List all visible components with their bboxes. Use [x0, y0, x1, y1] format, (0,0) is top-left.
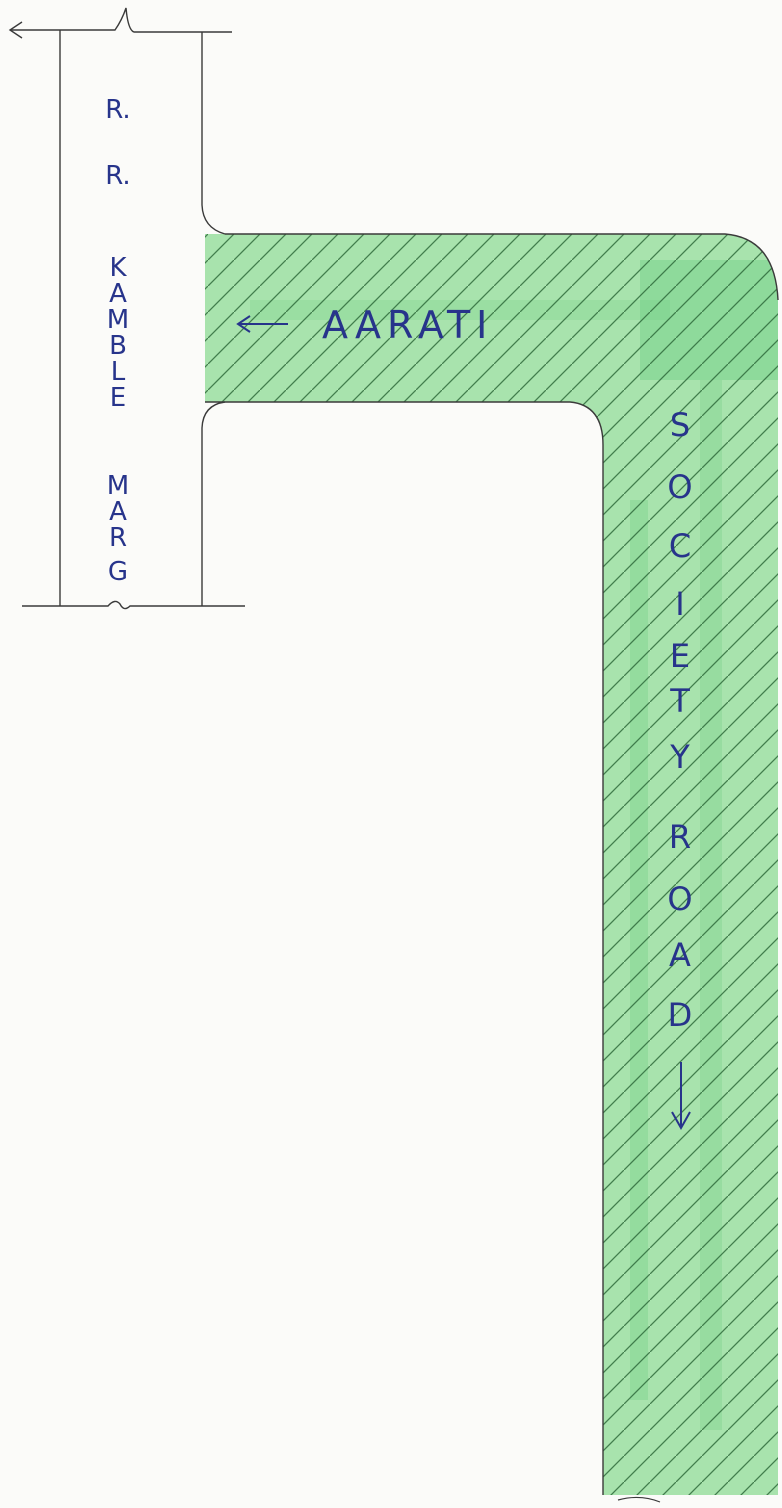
down-arrow-icon	[671, 1062, 691, 1131]
main-road-bottom-edge	[22, 600, 245, 610]
society-road-letter: T	[669, 682, 690, 720]
society-road-letter: A	[669, 936, 691, 974]
access-road-label: AARATI	[322, 303, 493, 347]
society-road-letter: I	[675, 585, 684, 623]
main-road	[8, 7, 245, 610]
main-road-right-line-lower	[201, 401, 226, 606]
main-road-letter: A	[109, 497, 127, 527]
main-road-top-edge	[10, 7, 232, 33]
main-road-letter: E	[110, 383, 126, 413]
society-road-letter: E	[670, 637, 690, 675]
main-road-letter: G	[108, 557, 128, 587]
top-left-arrowhead	[8, 21, 23, 39]
main-road-letter: R.	[105, 95, 130, 125]
society-road-letter: O	[667, 468, 692, 506]
main-road-letter: M	[107, 471, 129, 501]
society-road-letter: S	[670, 406, 690, 444]
society-road-letter: O	[667, 880, 692, 918]
society-road-letter: Y	[669, 738, 690, 776]
main-road-letter: R.	[105, 161, 130, 191]
main-road-letter: M	[107, 305, 129, 335]
society-road-letter: D	[668, 996, 693, 1034]
left-arrow-icon	[236, 315, 288, 333]
main-road-letter: A	[109, 279, 127, 309]
main-road-right-line-upper	[201, 32, 226, 235]
road-outline	[205, 233, 779, 1495]
main-road-letter: K	[109, 253, 127, 283]
society-road-letter: R	[669, 818, 691, 856]
access-road: AARATI	[236, 303, 493, 347]
main-road-letter: R	[109, 523, 127, 553]
main-road-letter: L	[111, 357, 126, 387]
society-road-end-mark	[617, 1496, 661, 1503]
main-road-letter: B	[109, 331, 127, 361]
society-road-letter: C	[669, 527, 691, 565]
